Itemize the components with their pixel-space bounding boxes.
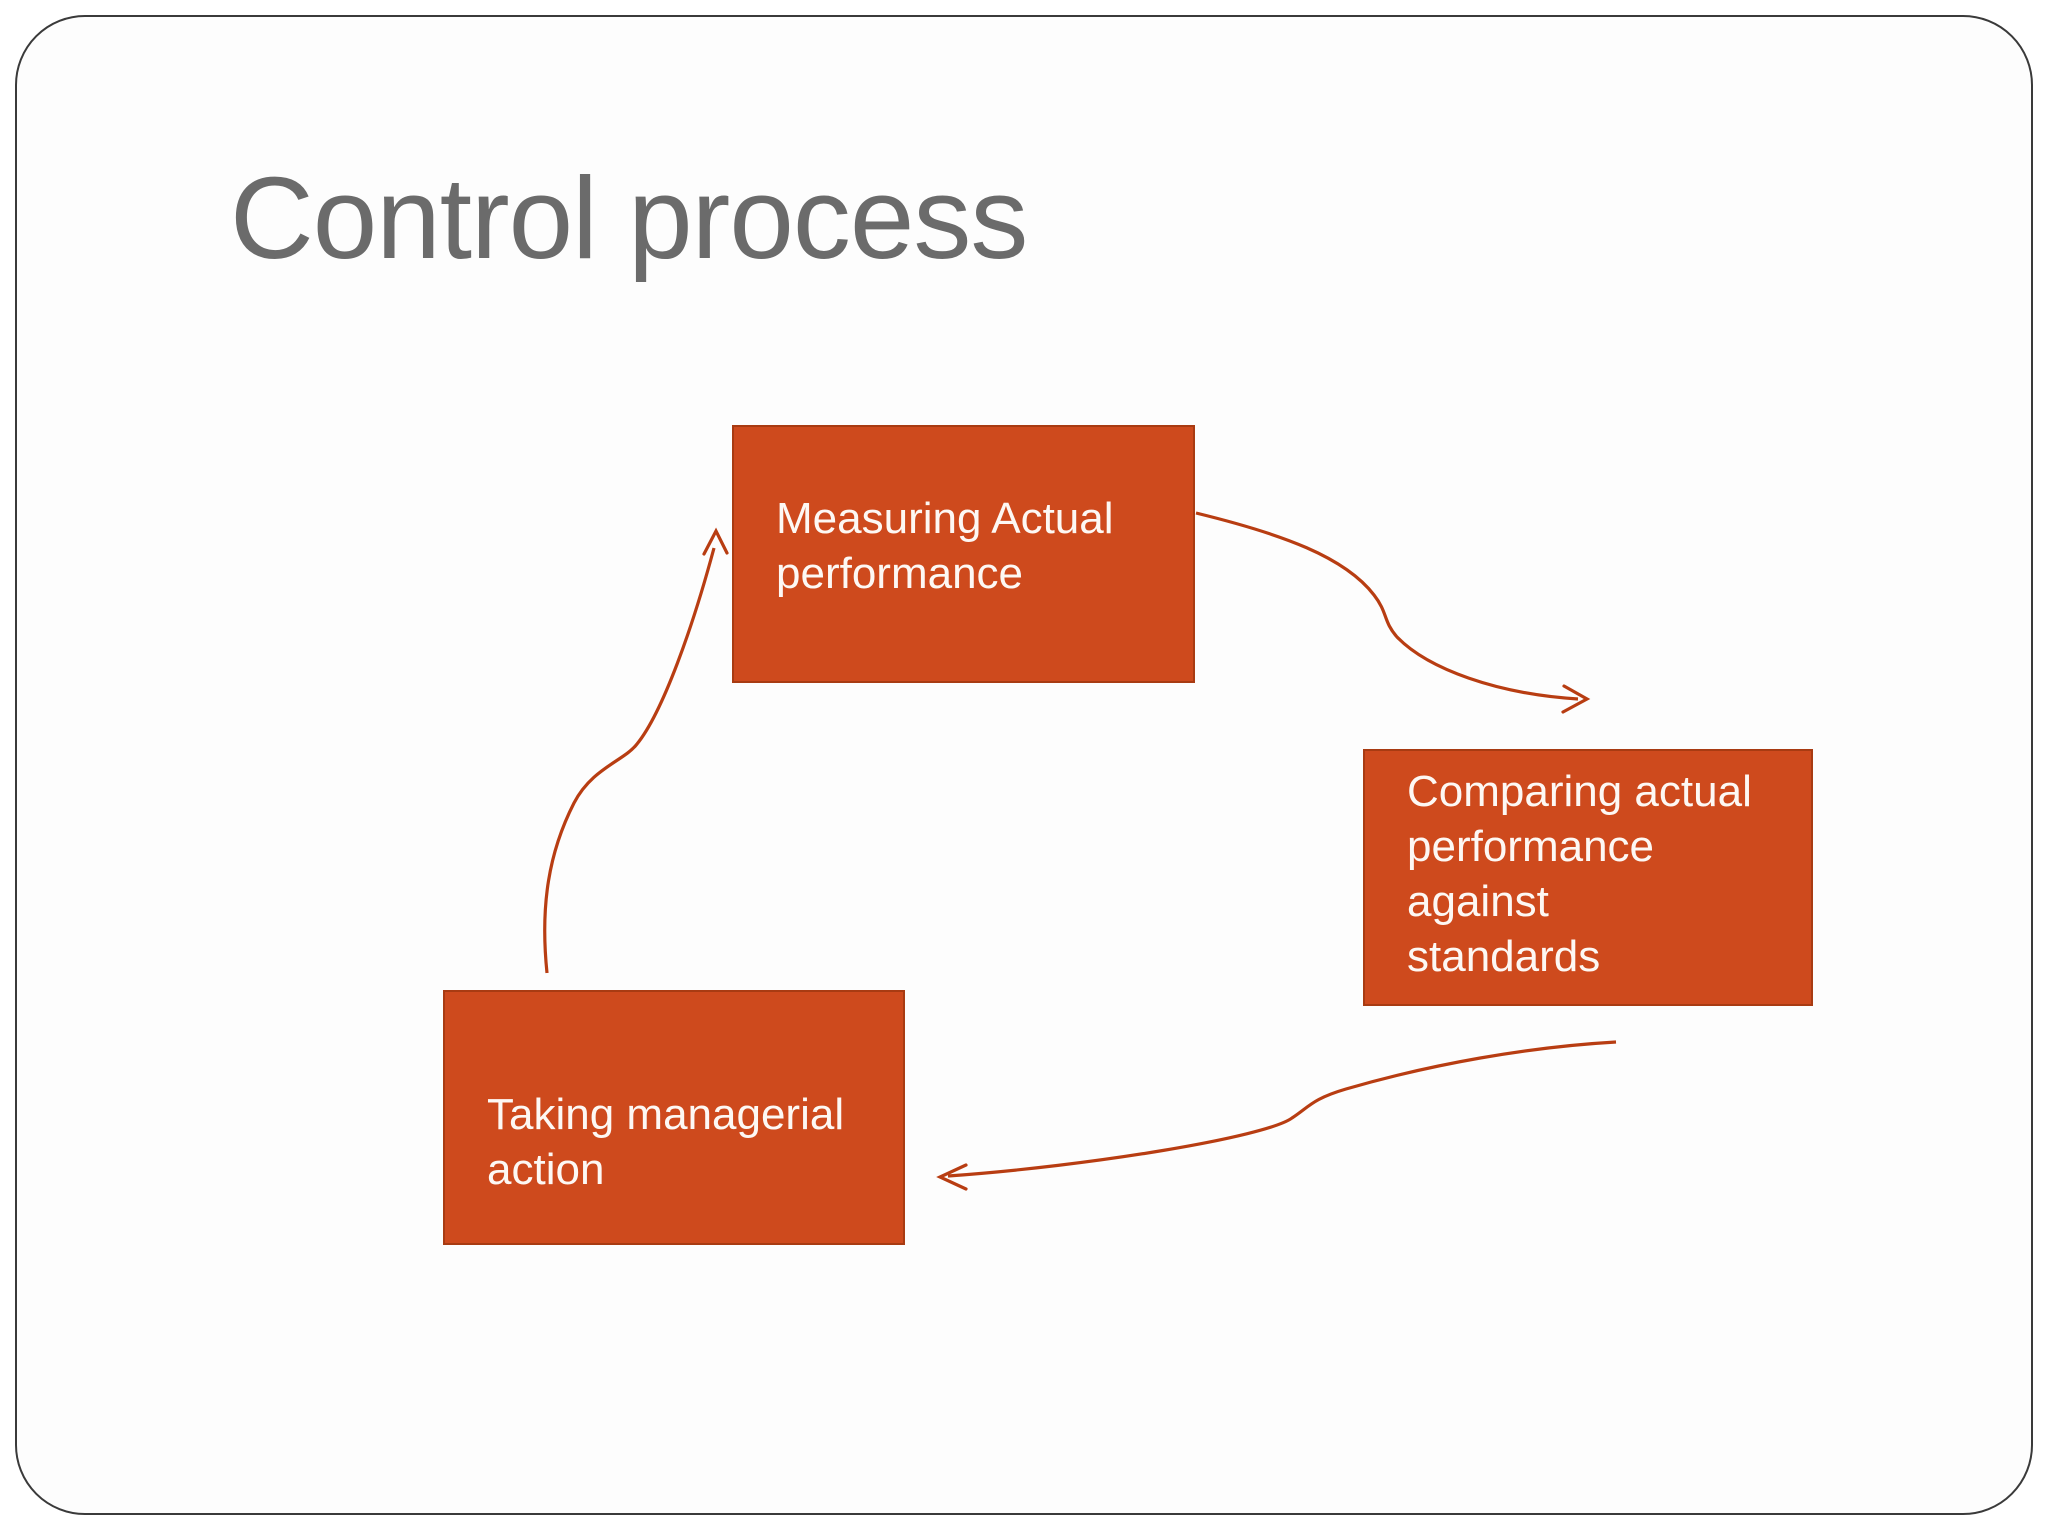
flow-box-comparing-performance-against-standards: Comparing actual performance against sta… — [1363, 749, 1813, 1006]
flow-box-label: Measuring Actual performance — [776, 494, 1114, 598]
flow-box-label: Comparing actual performance against sta… — [1407, 767, 1752, 981]
flow-box-measuring-actual-performance: Measuring Actual performance — [732, 425, 1195, 683]
flow-box-taking-managerial-action: Taking managerial action — [443, 990, 905, 1245]
flow-box-label: Taking managerial action — [487, 1090, 845, 1194]
slide-title: Control process — [230, 153, 1028, 283]
